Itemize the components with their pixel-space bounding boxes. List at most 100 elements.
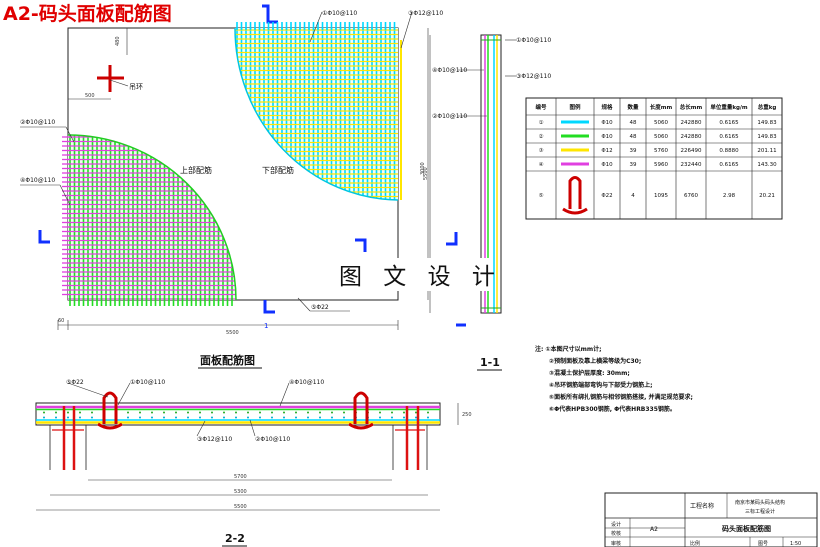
tb-row-design: 设计: [611, 521, 621, 528]
table-cell: Φ10: [601, 120, 613, 126]
s11-callout-c2: ②Φ10@110: [432, 113, 467, 120]
s22-callout-c2: ②Φ10@110: [255, 436, 290, 443]
top-zone-label: 上部配筋: [180, 165, 212, 175]
table-cell: 143.30: [757, 162, 777, 168]
watermark-backdrop: [328, 258, 493, 291]
dim-bottom-left: 60: [58, 318, 64, 324]
table-cell: 242880: [681, 134, 702, 140]
callout-c3-top: ③Φ12@110: [408, 10, 443, 17]
table-header-cell: 单位重量kg/m: [710, 103, 748, 111]
dim-top-small: 480: [115, 36, 121, 46]
table-cell: 48: [630, 134, 637, 140]
table-header-cell: 图例: [569, 103, 581, 111]
plan-view: 吊环 上部配筋 下部配筋 480 500 3000 5500 60 ①Φ10@1…: [20, 10, 443, 369]
top-mesh: [235, 28, 398, 200]
callout-c5-bottom: ⑤Φ22: [311, 304, 329, 311]
table-cell: ③: [539, 148, 544, 154]
top-mesh-arc: [234, 27, 399, 201]
section-mark-number: 1: [264, 322, 268, 330]
table-cell: 48: [630, 120, 637, 126]
table-cell: 5960: [654, 162, 668, 168]
table-cell: Φ10: [601, 162, 613, 168]
callout-c1-top: ①Φ10@110: [322, 10, 357, 17]
table-cell: 39: [630, 162, 637, 168]
bottom-mesh: [68, 135, 236, 300]
section-1-1-dim: 5500: [423, 167, 429, 180]
table-cell: 5060: [654, 120, 668, 126]
table-cell: 149.83: [757, 120, 777, 126]
table-header-cell: 总重kg: [758, 103, 777, 111]
tb-sheet: A2: [650, 526, 658, 533]
s22-dim-2: 5300: [234, 489, 247, 495]
table-cell: 149.83: [757, 134, 777, 140]
watermark-text: 图 文 设 计: [339, 264, 502, 290]
table-cell: 242880: [681, 120, 702, 126]
table-header-cell: 总长mm: [680, 103, 703, 111]
table-header-cell: 长度mm: [650, 103, 673, 111]
s11-mark-top: [446, 232, 458, 246]
s22-callout-c3: ③Φ12@110: [197, 436, 232, 443]
table-cell: 0.6165: [719, 162, 739, 168]
callout-c4-left: ④Φ10@110: [20, 177, 55, 184]
top-bar-stubs: [236, 22, 402, 200]
table-cell: 0.8880: [719, 148, 739, 154]
note-line: 注: ①本图尺寸以mm计;: [535, 345, 601, 353]
lifting-ring-right: [353, 391, 369, 424]
table-cell: 5760: [654, 148, 668, 154]
s11-callout-c3: ③Φ12@110: [516, 73, 551, 80]
notes-block: 注: ①本图尺寸以mm计; ②预制面板及靠上横梁等级为C30; ③混凝土保护层厚度:…: [535, 345, 693, 413]
table-cell: 232440: [681, 162, 702, 168]
s22-dim-thickness: 250: [462, 412, 472, 418]
tb-row-check: 校核: [611, 530, 621, 537]
dim-right-height: 3000: [420, 162, 426, 175]
bottom-bar-stubs: [69, 298, 233, 306]
note-line: ②预制面板及靠上横梁等级为C30;: [549, 357, 641, 365]
lifting-ring-left: [102, 391, 118, 424]
table-header-cell: 编号: [535, 103, 547, 111]
note-line: ④吊环钢筋端部弯钩与下部受力钢筋上;: [549, 381, 652, 389]
plan-caption: 面板配筋图: [200, 353, 255, 367]
lifting-ring-label: 吊环: [129, 83, 143, 91]
title-block: 工程名称 南京市某码头码头结构 三标工程设计 码头面板配筋图 设计 校核 审核 …: [604, 492, 818, 547]
section-corner-mark: [262, 4, 278, 24]
table-cell: 0.6165: [719, 134, 739, 140]
section-1-1-outline: [480, 34, 502, 314]
tb-project-name-1: 南京市某码头码头结构: [735, 499, 785, 506]
table-cell: 4: [631, 193, 635, 199]
table-cell: 201.11: [757, 148, 776, 154]
table-cell: Φ10: [601, 134, 613, 140]
table-lifting-ring-icon: [562, 176, 588, 215]
drawing-title: A2-码头面板配筋图: [3, 2, 172, 25]
s22-dim-3: 5500: [234, 504, 247, 510]
section-1-1-caption: 1-1: [480, 356, 500, 369]
table-header-cell: 规格: [601, 103, 613, 111]
note-line: ⑤面板所有绑扎钢筋与相邻钢筋搭接, 并满足规范要求;: [549, 393, 693, 401]
table-cell: 20.21: [759, 193, 775, 199]
lifting-ring-mark: [97, 65, 124, 92]
tb-drawing-no-label: 图号: [758, 541, 768, 547]
table-cell: 1095: [654, 193, 668, 199]
callout-c2-left: ②Φ10@110: [20, 119, 55, 126]
section-mark-left: [38, 230, 50, 244]
table-cell: 39: [630, 148, 637, 154]
s22-callout-c1: ①Φ10@110: [130, 379, 165, 386]
tb-project-label: 工程名称: [690, 502, 714, 510]
left-bar-stubs: [62, 136, 70, 296]
table-cell: 226490: [681, 148, 702, 154]
bottom-mesh-arc: [67, 134, 237, 301]
dim-bottom-total: 5500: [226, 330, 239, 336]
table-cell: 2.98: [723, 193, 736, 199]
table-cell: ②: [539, 133, 544, 140]
note-line: ③混凝土保护层厚度: 30mm;: [549, 369, 630, 377]
section-mark-bottom: [263, 300, 275, 314]
table-cell: ⑤: [539, 193, 544, 199]
table-cell: Φ12: [601, 148, 612, 154]
dim-left-small: 500: [85, 93, 95, 99]
s22-callout-c4: ④Φ10@110: [289, 379, 324, 386]
section-2-2: 250 5700 5300 5500 ⑤Φ22 ①Φ10@110 ④Φ10@11…: [35, 379, 472, 547]
section-2-2-slab: [35, 402, 441, 426]
table-cell: 0.6165: [719, 120, 739, 126]
table-cell: 6760: [684, 193, 698, 199]
